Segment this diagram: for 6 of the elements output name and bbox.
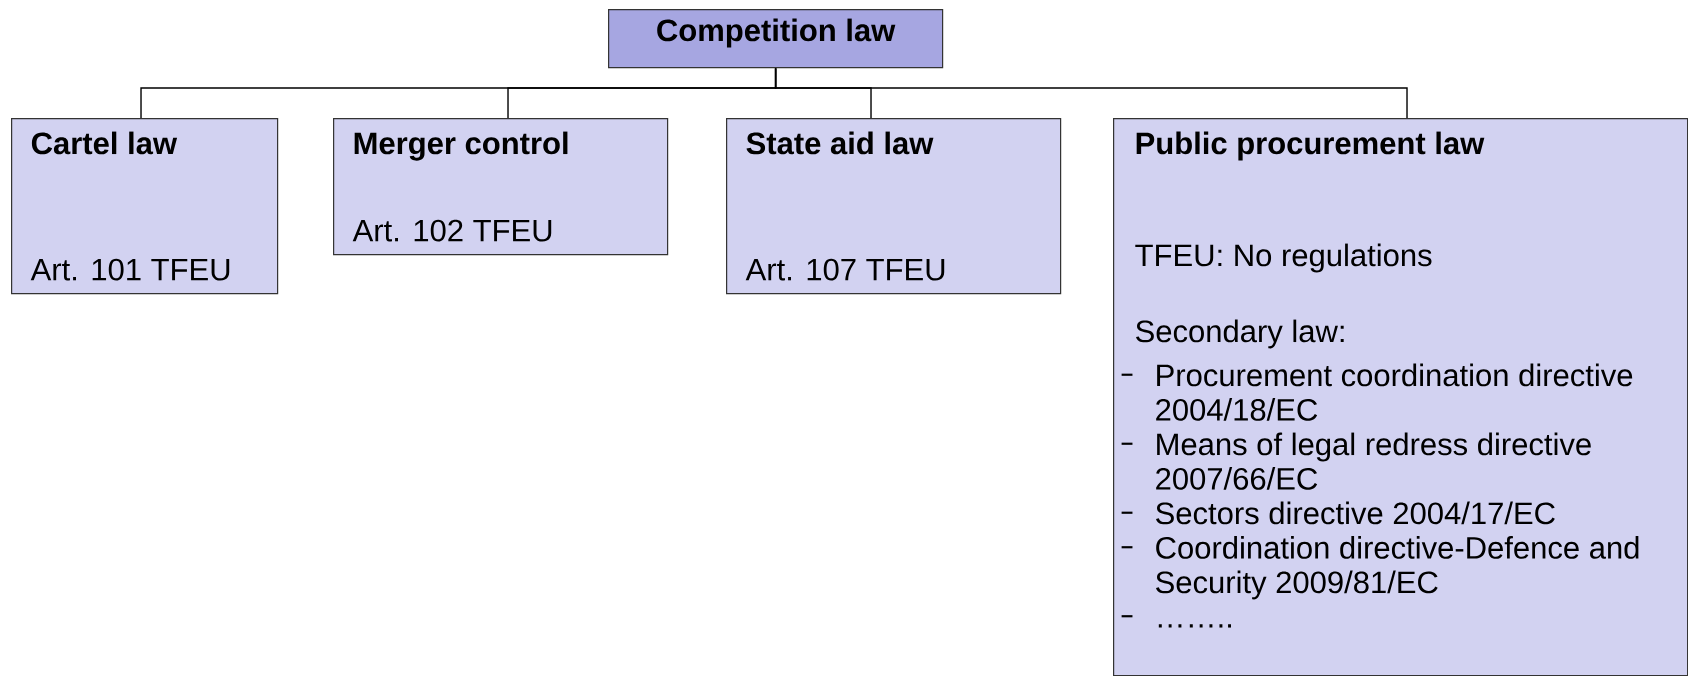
category-box: Merger control Art. 102 TFEU — [333, 118, 669, 256]
connector-line — [774, 67, 1408, 119]
category-box: Public procurement law TFEU: No regulations Secondary law: Procurement coordination directive 2004/18/EC Means of legal redress directive 2007/66/EC Sectors directive 2004/17/EC Coordination directive-Defence and Security 2009/81/EC …….. — [1113, 118, 1688, 676]
category-box: State aid law Art. 107 TFEU — [726, 118, 1062, 295]
title-box: Competition law — [608, 9, 944, 69]
category-box: Cartel law Art. 101 TFEU — [11, 118, 279, 295]
